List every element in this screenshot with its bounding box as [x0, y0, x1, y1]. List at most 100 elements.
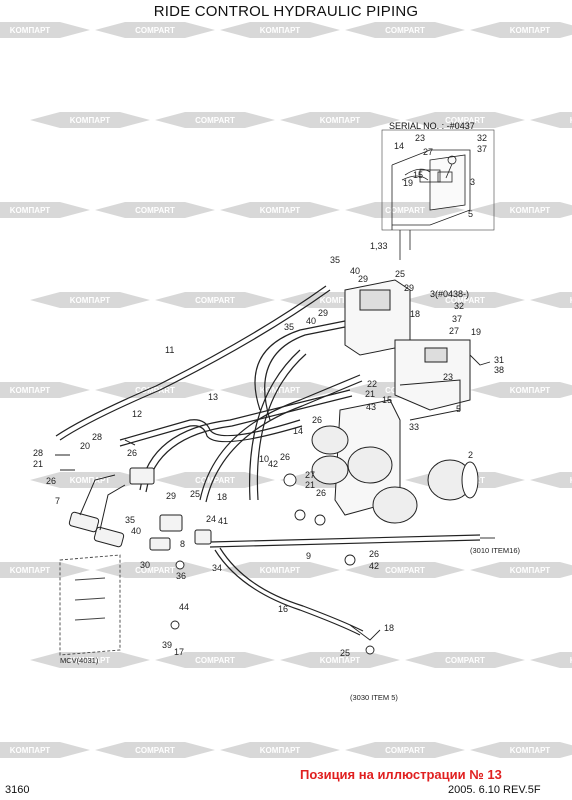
watermark-tile	[470, 22, 572, 38]
page-title: RIDE CONTROL HYDRAULIC PIPING	[153, 3, 419, 20]
callout-c14: 14	[293, 426, 303, 436]
watermark-text: KOMПAPT	[320, 656, 361, 665]
callout-c39: 39	[162, 640, 172, 650]
watermark-tile	[30, 652, 150, 668]
watermark-text: COMPART	[195, 476, 235, 485]
callout-c7: 7	[55, 496, 60, 506]
watermark-text: COMPART	[385, 26, 425, 35]
callout-c18c: 18	[384, 623, 394, 633]
callout-c35c: 35	[125, 515, 135, 525]
watermark-text: KOMПAPT	[320, 296, 361, 305]
watermark-tile	[530, 652, 572, 668]
watermark-text: COMPART	[135, 566, 175, 575]
callout-c10: 10	[259, 454, 269, 464]
watermark-tile	[30, 112, 150, 128]
callout-c22: 22	[367, 379, 377, 389]
watermark-text: COMPART	[445, 656, 485, 665]
watermark-tile	[280, 652, 400, 668]
serial-number-label: SERIAL NO. : -#0437	[389, 121, 475, 131]
watermark-text: KOMПAPT	[570, 116, 572, 125]
callout-c40b: 40	[306, 316, 316, 326]
callout-i32: 32	[477, 133, 487, 143]
watermark-tile	[0, 742, 90, 758]
watermark-text: COMPART	[195, 116, 235, 125]
callout-c26b: 26	[127, 448, 137, 458]
callout-c43: 43	[366, 402, 376, 412]
watermark-text: KOMПAPT	[10, 26, 51, 35]
callout-c30: 30	[140, 560, 150, 570]
callout-c40a: 40	[350, 266, 360, 276]
callout-c27c: 27	[305, 470, 315, 480]
watermark-text: KOMПAPT	[510, 26, 551, 35]
page-number: 3160	[5, 784, 30, 796]
ref-3030: (3030 ITEM 5)	[350, 693, 398, 702]
callout-c19b: 19	[471, 327, 481, 337]
small-fittings	[170, 354, 495, 655]
callout-c40c: 40	[131, 526, 141, 536]
callout-c42a: 42	[268, 459, 278, 469]
callout-c26d: 26	[280, 452, 290, 462]
watermark-tile	[95, 202, 215, 218]
watermark-tile	[220, 382, 340, 398]
callout-c27b: 27	[449, 326, 459, 336]
watermark-text: KOMПAPT	[510, 206, 551, 215]
callout-c21a: 21	[365, 389, 375, 399]
callout-c28b: 28	[92, 432, 102, 442]
callout-c32b: 32	[454, 301, 464, 311]
watermark-tile	[220, 562, 340, 578]
callout-c29b: 29	[404, 283, 414, 293]
watermark-text: KOMПAPT	[570, 296, 572, 305]
watermark-text: COMPART	[385, 206, 425, 215]
callout-c13: 13	[208, 392, 218, 402]
callout-c25b: 25	[190, 489, 200, 499]
watermark-text: KOMПAPT	[10, 206, 51, 215]
watermark-text: KOMПAPT	[70, 296, 111, 305]
callout-c17: 17	[174, 647, 184, 657]
callout-c18b: 18	[217, 492, 227, 502]
watermark-tile	[155, 472, 275, 488]
callout-i37: 37	[477, 144, 487, 154]
callout-c29d: 29	[166, 491, 176, 501]
callout-c12: 12	[132, 409, 142, 419]
callout-i14: 14	[394, 141, 404, 151]
watermark-tile	[470, 562, 572, 578]
watermark-tile	[0, 562, 90, 578]
watermark-tile	[0, 22, 90, 38]
callout-c35a: 35	[330, 255, 340, 265]
watermark-text: KOMПAPT	[260, 206, 301, 215]
position-note: Позиция на иллюстрации № 13	[300, 767, 502, 782]
watermark-tile	[405, 652, 525, 668]
watermark-text: KOMПAPT	[70, 116, 111, 125]
callout-c8: 8	[180, 539, 185, 549]
watermark-tile	[405, 112, 525, 128]
watermark-tile	[470, 382, 572, 398]
callout-c31: 31	[494, 355, 504, 365]
watermark-tile	[220, 202, 340, 218]
callout-c35b: 35	[284, 322, 294, 332]
callout-i3: 3	[470, 177, 475, 187]
watermark-tile	[95, 22, 215, 38]
callout-c36: 36	[176, 571, 186, 581]
inset-detail	[381, 129, 495, 260]
callout-c29c: 29	[318, 308, 328, 318]
watermark-text: KOMПAPT	[70, 656, 111, 665]
callout-c41: 41	[218, 516, 228, 526]
callout-c44: 44	[179, 602, 189, 612]
callout-i19: 19	[403, 178, 413, 188]
watermark-tile	[345, 742, 465, 758]
callout-c26e: 26	[316, 488, 326, 498]
watermark-tile	[95, 742, 215, 758]
callout-c23b: 23	[443, 372, 453, 382]
watermark-tile	[95, 562, 215, 578]
watermark-tile	[95, 382, 215, 398]
watermark-tile	[470, 202, 572, 218]
callout-c1_33: 1,33	[370, 241, 388, 251]
callout-c2: 2	[468, 450, 473, 460]
callout-c26a: 26	[312, 415, 322, 425]
callout-c21c: 21	[305, 480, 315, 490]
callout-i27: 27	[423, 147, 433, 157]
watermark-tile	[155, 292, 275, 308]
watermark-text: COMPART	[195, 296, 235, 305]
